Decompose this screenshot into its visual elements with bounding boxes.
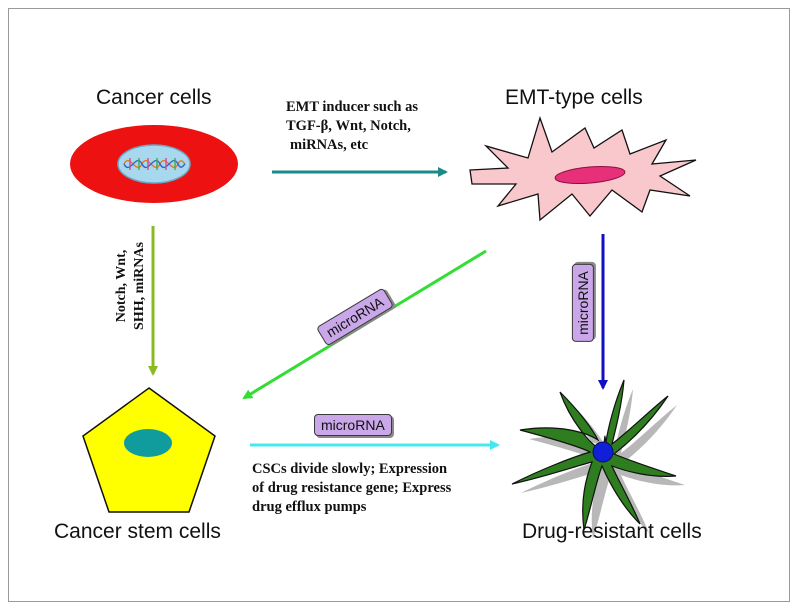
label-drug-resistant-cells: Drug-resistant cells: [522, 520, 702, 543]
csc-note-line-1: CSCs divide slowly; Expression: [252, 461, 448, 477]
csc-note-text: CSCs divide slowly; Expression of drug r…: [252, 460, 451, 517]
microrna-badge-vertical: microRNA: [571, 264, 594, 342]
arrow-emt-to-stem: [242, 249, 487, 400]
notch-wnt-text: Notch, Wnt, SHH, miRNAs: [113, 242, 149, 330]
notch-wnt-line-2: SHH, miRNAs: [132, 242, 147, 330]
microrna-badge-horizontal: microRNA: [314, 414, 392, 436]
emt-inducer-line-1: EMT inducer such as: [286, 99, 419, 115]
csc-note-line-2: of drug resistance gene; Express: [252, 480, 452, 496]
label-cancer-cells: Cancer cells: [96, 86, 212, 109]
stem-cell-icon: [82, 387, 216, 513]
csc-note-line-3: drug efflux pumps: [252, 499, 367, 515]
label-emt-type-cells: EMT-type cells: [505, 86, 643, 109]
emt-cell-icon: [469, 115, 697, 222]
emt-inducer-line-3: miRNAs, etc: [290, 137, 369, 153]
notch-wnt-line-1: Notch, Wnt,: [114, 249, 129, 323]
emt-inducer-line-2: TGF-β, Wnt, Notch,: [286, 118, 411, 134]
emt-inducer-text: EMT inducer such as TGF-β, Wnt, Notch, m…: [286, 98, 418, 155]
drug-resistant-cell-icon: [511, 379, 685, 539]
label-cancer-stem-cells: Cancer stem cells: [54, 520, 221, 543]
cancer-cell-icon: [70, 125, 238, 203]
